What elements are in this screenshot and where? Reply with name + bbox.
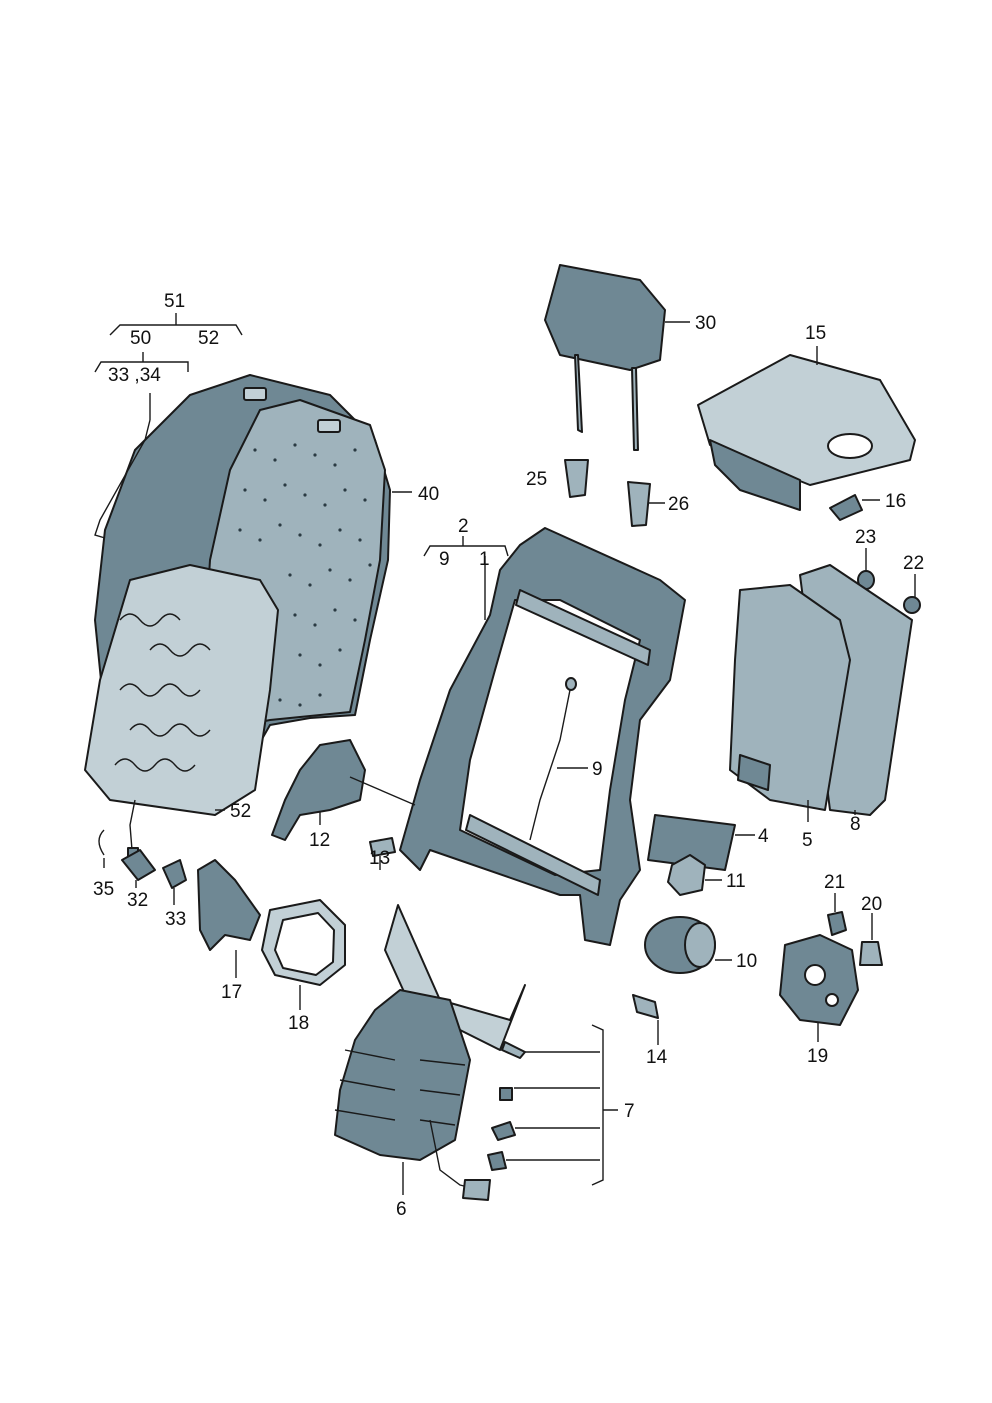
leader-lines [94,313,916,1195]
label-6: 6 [396,1199,407,1220]
retaining-wire-33-34 [94,419,151,539]
label-12: 12 [309,830,330,851]
label-50: 50 [130,328,151,349]
headrest-30 [544,264,666,451]
label-25: 25 [526,469,547,490]
plate-4 [647,814,736,871]
label-33-34: 33 ,34 [108,365,161,386]
label-4: 4 [758,826,769,847]
label-14: 14 [646,1047,668,1068]
label-8: 8 [850,814,861,835]
lumbar-support-6 [334,904,526,1201]
clip-33 [162,859,187,889]
label-7: 7 [624,1101,635,1122]
label-51: 51 [164,291,185,312]
label-30: 30 [695,313,716,334]
handwheel-10 [644,916,716,974]
part-labels: 51 50 52 33 ,34 40 52 35 32 33 17 18 12 … [93,291,924,1220]
fastener-group-7 [487,1041,526,1171]
screw-13 [369,837,396,857]
label-18: 18 [288,1013,309,1034]
guide-sleeve-26 [627,481,651,527]
label-1: 1 [479,549,490,570]
clip-35 [98,829,105,856]
label-9: 9 [592,759,603,780]
cable-9 [529,689,571,841]
label-32: 32 [127,890,148,911]
clip-21 [827,911,847,936]
label-26: 26 [668,494,689,515]
nut-22 [903,596,921,614]
label-20: 20 [861,894,882,915]
knob-20 [859,941,883,966]
label-23: 23 [855,527,876,548]
label-17: 17 [221,982,242,1003]
label-16: 16 [885,491,906,512]
label-5: 5 [802,830,813,851]
padding-5 [729,584,851,811]
label-33: 33 [165,909,186,930]
label-52-top: 52 [198,328,219,349]
label-11: 11 [726,871,746,892]
guide-sleeve-25 [564,459,589,498]
label-10: 10 [736,951,757,972]
side-trim-17 [197,859,261,951]
side-cover-12 [271,739,366,841]
label-21: 21 [824,872,845,893]
label-9-top: 9 [439,549,450,570]
backrest-panel-15 [697,354,916,511]
heating-mat-52 [84,564,279,861]
bolt-14 [632,994,659,1019]
label-15: 15 [805,323,826,344]
label-2: 2 [458,516,469,537]
screw-16 [829,494,863,521]
backrest-frame-1 [399,527,686,946]
label-19: 19 [807,1046,828,1067]
label-13: 13 [369,848,390,869]
clip-32 [121,849,156,881]
label-52: 52 [230,801,251,822]
label-35: 35 [93,879,114,900]
label-22: 22 [903,553,924,574]
label-40: 40 [418,484,439,505]
cover-19 [779,934,859,1026]
gear-11 [667,854,706,896]
